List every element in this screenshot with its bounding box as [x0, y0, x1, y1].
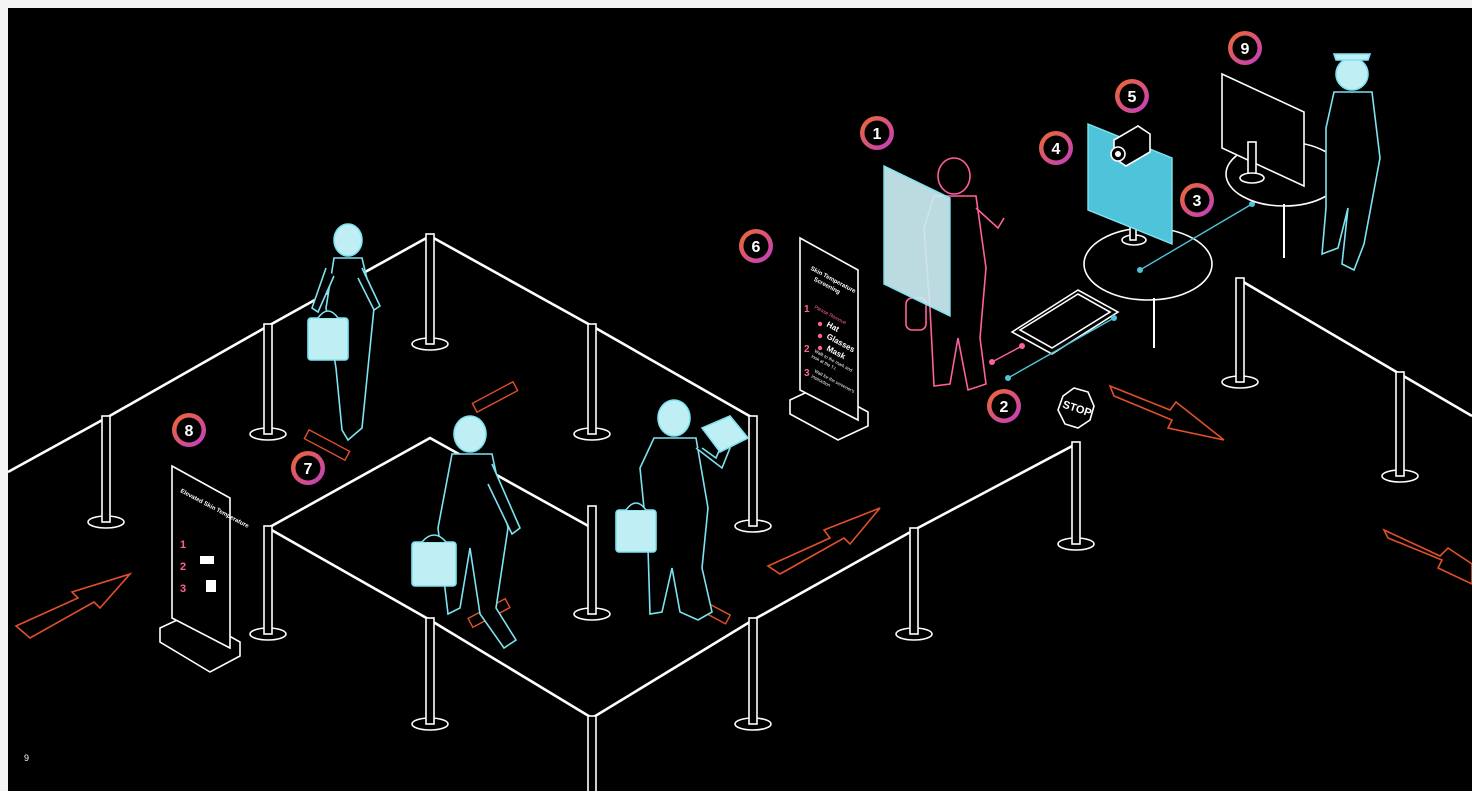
station-sign-step2-num: 2 — [804, 344, 810, 355]
stanchion-post — [412, 618, 448, 730]
marker-5: 5 — [1115, 79, 1149, 113]
marker-1: 1 — [860, 116, 894, 150]
marker-7-label: 7 — [304, 461, 313, 478]
station-sign-step3-num: 3 — [804, 368, 810, 379]
marker-6: 6 — [739, 229, 773, 263]
stanchion-post — [735, 618, 771, 730]
briefcase-icon — [616, 503, 656, 552]
marker-4-label: 4 — [1052, 141, 1061, 158]
stanchion-post — [588, 716, 596, 791]
stanchion-post — [250, 324, 286, 440]
floor-arrow-icon — [768, 508, 880, 574]
stanchion-post — [1058, 442, 1094, 550]
stanchion-post — [574, 324, 610, 440]
queue-info-sign: Elevated Skin Temperature 1 2 3 — [160, 466, 250, 672]
marker-2-label: 2 — [1000, 399, 1009, 416]
floor-mark — [472, 382, 517, 412]
stanchion-post — [1222, 278, 1258, 388]
briefcase-icon — [308, 311, 348, 360]
marker-6-label: 6 — [752, 239, 761, 256]
stanchion-post — [1382, 372, 1418, 482]
screener-officer — [1322, 54, 1380, 270]
marker-4: 4 — [1039, 131, 1073, 165]
marker-8: 8 — [172, 413, 206, 447]
page-number: 9 — [24, 753, 29, 763]
queue-sign-step-2: 2 — [180, 561, 186, 573]
marker-5-label: 5 — [1128, 89, 1137, 106]
stanchion-post — [88, 416, 124, 528]
screening-diagram: STOP Elevated Skin Temperature 1 2 3 Ski… — [8, 8, 1472, 791]
marker-7: 7 — [291, 451, 325, 485]
floor-arrow-icon — [1110, 386, 1224, 440]
marker-3-label: 3 — [1193, 193, 1202, 210]
marker-3: 3 — [1180, 183, 1214, 217]
screening-panel — [884, 166, 950, 316]
illustration-canvas: STOP Elevated Skin Temperature 1 2 3 Ski… — [8, 8, 1472, 791]
queue-sign-step-1: 1 — [180, 539, 186, 551]
briefcase-icon — [412, 535, 456, 586]
marker-1-label: 1 — [873, 126, 882, 143]
marker-9: 9 — [1228, 31, 1262, 65]
marker-2: 2 — [987, 389, 1021, 423]
standing-mat — [1012, 290, 1118, 354]
floor-arrow-icon — [1384, 530, 1472, 584]
stanchion-post — [250, 526, 286, 640]
station-sign-step1-num: 1 — [804, 304, 810, 315]
stanchion-post — [896, 528, 932, 640]
queue-sign-step-3: 3 — [180, 583, 186, 595]
screening-info-sign: Skin Temperature Screening 1 Please Remo… — [790, 238, 868, 440]
marker-8-label: 8 — [185, 423, 194, 440]
stop-sign-icon: STOP — [1058, 388, 1094, 428]
floor-arrow-icon — [16, 574, 130, 638]
stanchion-posts — [88, 234, 1418, 791]
stanchion-post — [574, 506, 610, 620]
marker-9-label: 9 — [1241, 41, 1250, 58]
tablet-icon — [702, 416, 748, 452]
stanchion-post — [412, 234, 448, 350]
